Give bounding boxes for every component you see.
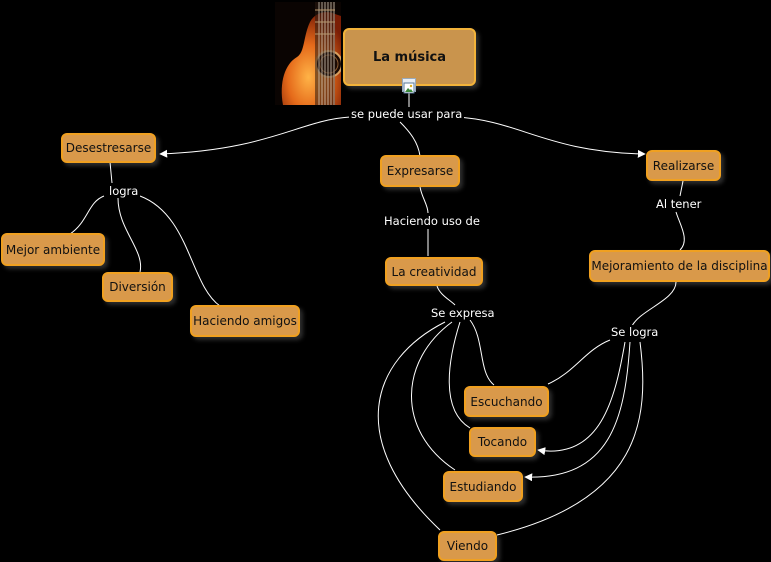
link-uses-expresarse (399, 121, 421, 157)
link-selogra-tocando (537, 341, 626, 456)
link-creatividad-expresa (436, 285, 456, 306)
concept-realizarse[interactable]: Realizarse (646, 150, 721, 181)
concept-mejor-ambiente[interactable]: Mejor ambiente (1, 233, 105, 266)
concept-label: La creatividad (391, 264, 477, 279)
linking-phrase-logra[interactable]: logra (107, 184, 141, 198)
link-expresa-viendo (377, 321, 446, 531)
guitar-image (275, 2, 341, 105)
concept-label: Viendo (446, 539, 489, 553)
concept-label: Tocando (477, 435, 528, 449)
link-selogra-escuchando (547, 339, 611, 385)
concept-mejoramiento[interactable]: Mejoramiento de la disciplina (589, 250, 770, 282)
concept-expresarse[interactable]: Expresarse (380, 155, 460, 187)
linking-phrase-haciendo-uso[interactable]: Haciendo uso de (382, 214, 482, 228)
linking-phrase-se-logra[interactable]: Se logra (609, 325, 661, 339)
link-expresa-escuchando (469, 319, 495, 386)
concept-label: Expresarse (386, 164, 454, 178)
link-expresarse-uso (419, 186, 429, 214)
concept-viendo[interactable]: Viendo (438, 531, 497, 561)
linking-phrase-se-expresa[interactable]: Se expresa (429, 306, 497, 320)
main-concept-label: La música (372, 49, 447, 65)
concept-diversion[interactable]: Diversión (102, 272, 173, 302)
linking-phrase-uses[interactable]: se puede usar para (349, 107, 465, 121)
concept-label: Desestresarse (65, 141, 152, 155)
link-desestresarse-logra (109, 161, 113, 184)
concept-tocando[interactable]: Tocando (469, 427, 536, 457)
link-logra-mejor (69, 195, 105, 235)
concept-label: Haciendo amigos (193, 314, 297, 328)
image-resource-icon[interactable] (402, 78, 416, 94)
concept-desestresarse[interactable]: Desestresarse (61, 133, 156, 163)
concept-label: Estudiando (449, 479, 517, 494)
concept-label: Mejor ambiente (5, 242, 101, 257)
link-altener-mejoramiento (675, 211, 685, 251)
link-expresa-estudiando (411, 321, 456, 471)
link-logra-diversion (117, 197, 142, 273)
concept-label: Mejoramiento de la disciplina (591, 259, 768, 273)
linking-phrase-al-tener[interactable]: Al tener (654, 197, 704, 211)
concept-haciendo-amigos[interactable]: Haciendo amigos (190, 305, 300, 337)
concept-label: Diversión (109, 280, 166, 294)
link-expresa-tocando (448, 321, 471, 429)
link-mejoramiento-selogra (631, 281, 677, 327)
link-realizarse-altener (679, 180, 684, 197)
concept-creatividad[interactable]: La creatividad (385, 257, 483, 286)
concept-escuchando[interactable]: Escuchando (464, 386, 549, 417)
link-uses-desestresarse (159, 116, 351, 158)
main-concept-node[interactable]: La música (343, 28, 476, 86)
concept-label: Realizarse (652, 158, 715, 173)
link-uses-realizarse (454, 116, 646, 158)
concept-estudiando[interactable]: Estudiando (443, 471, 523, 502)
link-logra-amigos (139, 195, 221, 307)
link-selogra-estudiando (524, 341, 631, 482)
link-selogra-viendo (496, 341, 644, 536)
concept-label: Escuchando (470, 394, 543, 409)
